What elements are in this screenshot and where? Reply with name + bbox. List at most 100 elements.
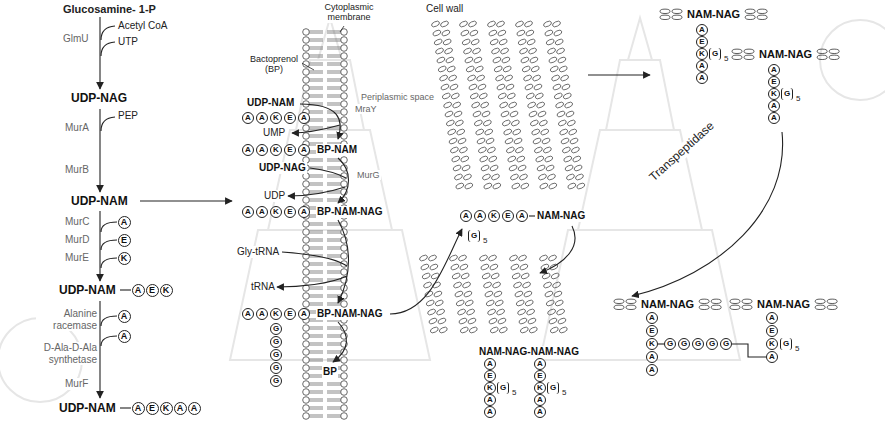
sugar-unit (757, 9, 767, 13)
sugar-unit (479, 254, 489, 262)
sugar-unit (464, 299, 474, 307)
lipid-tail (309, 383, 323, 384)
sugar-unit (576, 182, 586, 190)
sugar-unit (442, 38, 452, 46)
sugar-unit (439, 326, 449, 334)
pathway-arrow (99, 211, 100, 281)
lipid-tail (327, 337, 341, 338)
sugar-unit (512, 128, 522, 136)
sugar-unit (480, 164, 490, 172)
amino-acid-circle: A (646, 351, 658, 363)
amino-acid-circle: A (768, 100, 780, 112)
sugar-unit (494, 299, 504, 307)
glycan-label: NAM-NAG (758, 48, 813, 61)
sugar-unit (536, 101, 546, 109)
pathway-arrow (390, 229, 462, 314)
sugar-unit (534, 146, 544, 154)
sugar-unit (437, 317, 447, 325)
sugar-unit (547, 47, 557, 55)
bridge-residue: G (547, 382, 559, 394)
amino-acid-circle: E (766, 325, 778, 337)
subscript-number: 5 (482, 236, 488, 245)
sugar-unit (524, 83, 534, 91)
lipid-head (341, 45, 348, 52)
sugar-unit (745, 15, 755, 19)
residue-letter: K (769, 340, 775, 348)
sugar-unit (442, 92, 452, 100)
output-arrow (292, 125, 340, 133)
sugar-unit (626, 299, 636, 303)
amino-acid-circle: G (692, 338, 704, 350)
subscript-number: 5 (561, 388, 567, 397)
sugar-unit (502, 119, 512, 127)
sugar-unit (527, 101, 537, 109)
lipid-tail (309, 191, 323, 192)
sugar-unit (528, 47, 538, 55)
bridge-residue: G (780, 338, 792, 350)
sugar-unit (573, 164, 583, 172)
sugar-unit (458, 317, 468, 325)
residue-letter: K (121, 254, 128, 263)
sugar-unit (481, 272, 491, 280)
sugar-unit (504, 137, 514, 145)
amino-acid-circle: K (270, 112, 282, 124)
compound-name: NAM-NAG (536, 210, 586, 222)
sugar-unit (460, 29, 470, 37)
pathway-arrow (99, 301, 100, 398)
residue-letter: A (245, 114, 251, 122)
sugar-unit (660, 9, 670, 13)
sugar-unit (477, 83, 487, 91)
sugar-unit (528, 110, 538, 118)
lipid-head (303, 173, 310, 180)
sugar-unit (532, 74, 542, 82)
sugar-unit (524, 299, 534, 307)
watermark-shape (628, 18, 652, 60)
sugar-unit (523, 290, 533, 298)
pathway-arrow (338, 220, 349, 303)
residue-letter: A (771, 102, 777, 110)
lipid-tail (327, 241, 341, 242)
sugar-unit (516, 155, 526, 163)
lipid-head (341, 69, 348, 76)
lipid-tail (327, 225, 341, 226)
amino-acid-circle: K (646, 338, 658, 350)
residue-letter: G (273, 351, 279, 359)
lipid-tail (309, 409, 323, 410)
amino-acid-circle: A (132, 284, 145, 297)
sugar-unit (567, 119, 577, 127)
sugar-unit (518, 317, 528, 325)
sugar-unit (483, 281, 493, 289)
sugar-unit (427, 308, 437, 316)
sugar-unit (471, 101, 481, 109)
sugar-unit (476, 74, 486, 82)
sugar-unit (745, 9, 755, 13)
amino-acid-circle: A (460, 210, 472, 222)
lipid-head (341, 133, 348, 140)
sugar-unit (488, 254, 498, 262)
residue-letter: A (301, 114, 307, 122)
sugar-unit (480, 263, 490, 271)
amino-acid-circle: E (534, 370, 546, 382)
residue-letter: A (699, 62, 705, 70)
residue-letter: E (149, 404, 155, 413)
sugar-unit (552, 83, 562, 91)
lipid-tail (309, 41, 323, 42)
sugar-unit (487, 146, 497, 154)
pathway-arrow (300, 104, 340, 139)
sugar-unit (498, 92, 508, 100)
compound-name: BP-NAM-NAG (316, 308, 384, 320)
amino-acid-circle: A (766, 312, 778, 324)
residue-letter: A (121, 218, 128, 227)
lipid-head (341, 53, 348, 60)
lipid-tail (327, 247, 341, 248)
compound-name: UDP-NAG (258, 162, 307, 174)
sugar-unit (557, 317, 567, 325)
sugar-unit (483, 182, 493, 190)
lipid-head (341, 357, 348, 364)
residue-letter: A (177, 404, 184, 413)
pathway-arrow (333, 322, 346, 362)
sugar-unit (492, 182, 502, 190)
sugar-unit (541, 137, 551, 145)
sugar-unit (463, 173, 473, 181)
sugar-unit (501, 56, 511, 64)
